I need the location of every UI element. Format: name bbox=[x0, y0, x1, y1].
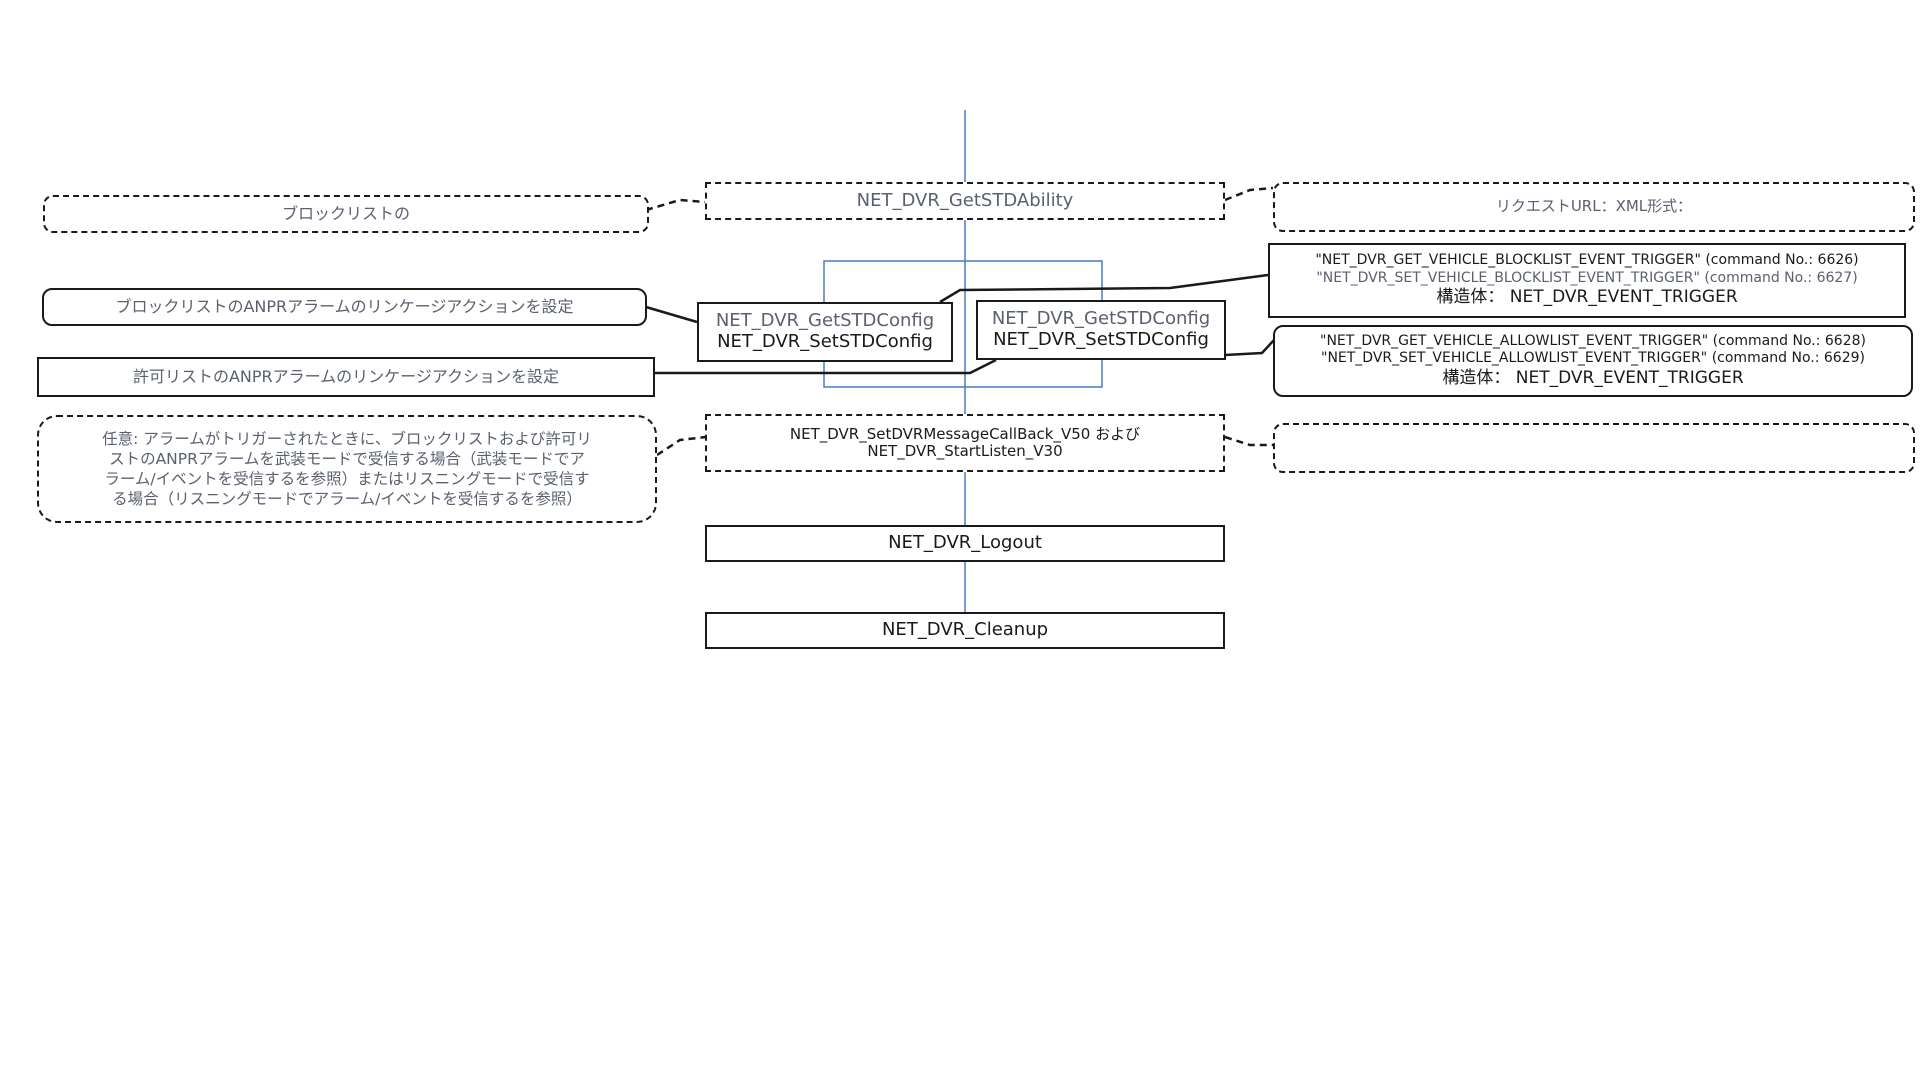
optional-line-2: ストのANPRアラームを武装モードで受信する場合（武装モードでア bbox=[109, 449, 585, 468]
optional-note: 任意: アラームがトリガーされたときに、ブロックリストおよび許可リ ストのANP… bbox=[37, 415, 657, 523]
blocklist-get-config-label: NET_DVR_GetSTDConfig bbox=[715, 310, 935, 332]
allowlist-get-config-label: NET_DVR_GetSTDConfig bbox=[991, 308, 1211, 330]
block-struct: 構造体： NET_DVR_EVENT_TRIGGER bbox=[1436, 287, 1738, 308]
connector-optional-note bbox=[656, 435, 707, 457]
callback-line-1: NET_DVR_SetDVRMessageCallBack_V50 および bbox=[789, 424, 1141, 443]
optional-line-1: 任意: アラームがトリガーされたときに、ブロックリストおよび許可リ bbox=[102, 429, 592, 448]
optional-line-3: ラーム/イベントを受信するを参照）またはリスニングモードで受信す bbox=[104, 470, 590, 488]
get-std-ability-box: NET_DVR_GetSTDAbility bbox=[705, 182, 1225, 220]
allowlist-config-box: NET_DVR_GetSTDConfig NET_DVR_SetSTDConfi… bbox=[976, 300, 1226, 360]
connector-block-linkage bbox=[645, 305, 698, 324]
optional-line-4: る場合（リスニングモードでアラーム/イベントを受信するを参照） bbox=[112, 490, 582, 509]
block-command-set: "NET_DVR_SET_VEHICLE_BLOCKLIST_EVENT_TRI… bbox=[1316, 269, 1858, 286]
allow-commands-note: "NET_DVR_GET_VEHICLE_ALLOWLIST_EVENT_TRI… bbox=[1273, 325, 1913, 397]
allow-struct: 構造体： NET_DVR_EVENT_TRIGGER bbox=[1442, 367, 1744, 388]
connector-request-url bbox=[1224, 186, 1274, 202]
allow-command-set: "NET_DVR_SET_VEHICLE_ALLOWLIST_EVENT_TRI… bbox=[1321, 350, 1865, 367]
cleanup-box: NET_DVR_Cleanup bbox=[705, 612, 1225, 649]
blocklist-set-config-label: NET_DVR_SetSTDConfig bbox=[717, 331, 933, 352]
request-url-text: リクエストURL：XML形式： bbox=[1495, 197, 1693, 216]
allow-command-get: "NET_DVR_GET_VEHICLE_ALLOWLIST_EVENT_TRI… bbox=[1320, 332, 1866, 349]
allow-linkage-text: 許可リストのANPRアラームのリンケージアクションを設定 bbox=[132, 366, 560, 386]
connector-block-commands bbox=[939, 273, 1269, 304]
block-commands-note: "NET_DVR_GET_VEHICLE_BLOCKLIST_EVENT_TRI… bbox=[1268, 243, 1906, 318]
block-linkage-note: ブロックリストのANPRアラームのリンケージアクションを設定 bbox=[42, 288, 647, 326]
connector-empty-note bbox=[1224, 435, 1273, 447]
cleanup-label: NET_DVR_Cleanup bbox=[881, 619, 1049, 641]
allow-linkage-note: 許可リストのANPRアラームのリンケージアクションを設定 bbox=[37, 357, 655, 397]
blocklist-config-box: NET_DVR_GetSTDConfig NET_DVR_SetSTDConfi… bbox=[697, 302, 953, 362]
logout-box: NET_DVR_Logout bbox=[705, 525, 1225, 562]
connector-allow-commands bbox=[1224, 339, 1275, 357]
connector-allow-linkage bbox=[655, 358, 997, 375]
block-linkage-text: ブロックリストのANPRアラームのリンケージアクションを設定 bbox=[115, 296, 574, 316]
callback-box: NET_DVR_SetDVRMessageCallBack_V50 および NE… bbox=[705, 414, 1225, 472]
empty-note bbox=[1273, 423, 1915, 473]
allowlist-set-config-label: NET_DVR_SetSTDConfig bbox=[993, 329, 1209, 350]
get-std-ability-label: NET_DVR_GetSTDAbility bbox=[856, 189, 1074, 211]
blocklist-note: ブロックリストの bbox=[43, 195, 649, 233]
callback-line-2: NET_DVR_StartListen_V30 bbox=[867, 442, 1063, 460]
logout-label: NET_DVR_Logout bbox=[888, 532, 1042, 554]
connector-blocklist-note bbox=[645, 198, 706, 212]
blocklist-note-text: ブロックリストの bbox=[281, 203, 410, 223]
block-command-get: "NET_DVR_GET_VEHICLE_BLOCKLIST_EVENT_TRI… bbox=[1315, 252, 1859, 269]
request-url-note: リクエストURL：XML形式： bbox=[1273, 182, 1915, 232]
